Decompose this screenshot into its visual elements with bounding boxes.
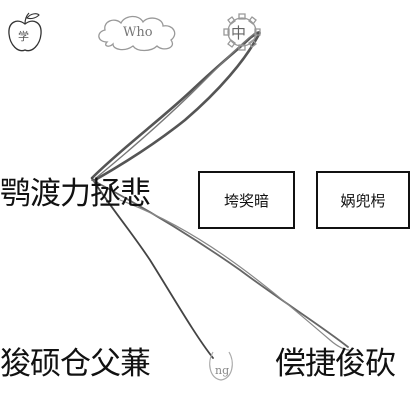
apple-icon-label: 学 (18, 30, 29, 43)
box-1: 垮奖暗 (198, 171, 295, 229)
box-2-label: 娲兜枵 (340, 191, 386, 210)
cloud-icon: Who (93, 12, 181, 52)
box-1-label: 垮奖暗 (223, 191, 269, 210)
gear-icon-label: 中 (231, 24, 247, 42)
drop-icon: ng (203, 348, 239, 384)
drop-icon-label: ng (215, 364, 230, 377)
apple-icon: 学 (5, 8, 45, 54)
connector-left-to-right-bottom (91, 179, 349, 348)
connector-left-to-drop (91, 177, 214, 359)
gear-icon: 中 (220, 10, 264, 54)
text-right-bottom: 偿捷俊砍 (275, 346, 396, 382)
connector-left-bottom-loop (119, 199, 350, 351)
connector-gear-to-left (90, 31, 261, 182)
cloud-icon-label: Who (123, 25, 153, 40)
text-left-middle: 鹗渡力拯悲 (0, 176, 151, 212)
box-2: 娲兜枵 (316, 171, 410, 229)
text-left-bottom: 狻硕仓父蒹 (0, 346, 151, 382)
